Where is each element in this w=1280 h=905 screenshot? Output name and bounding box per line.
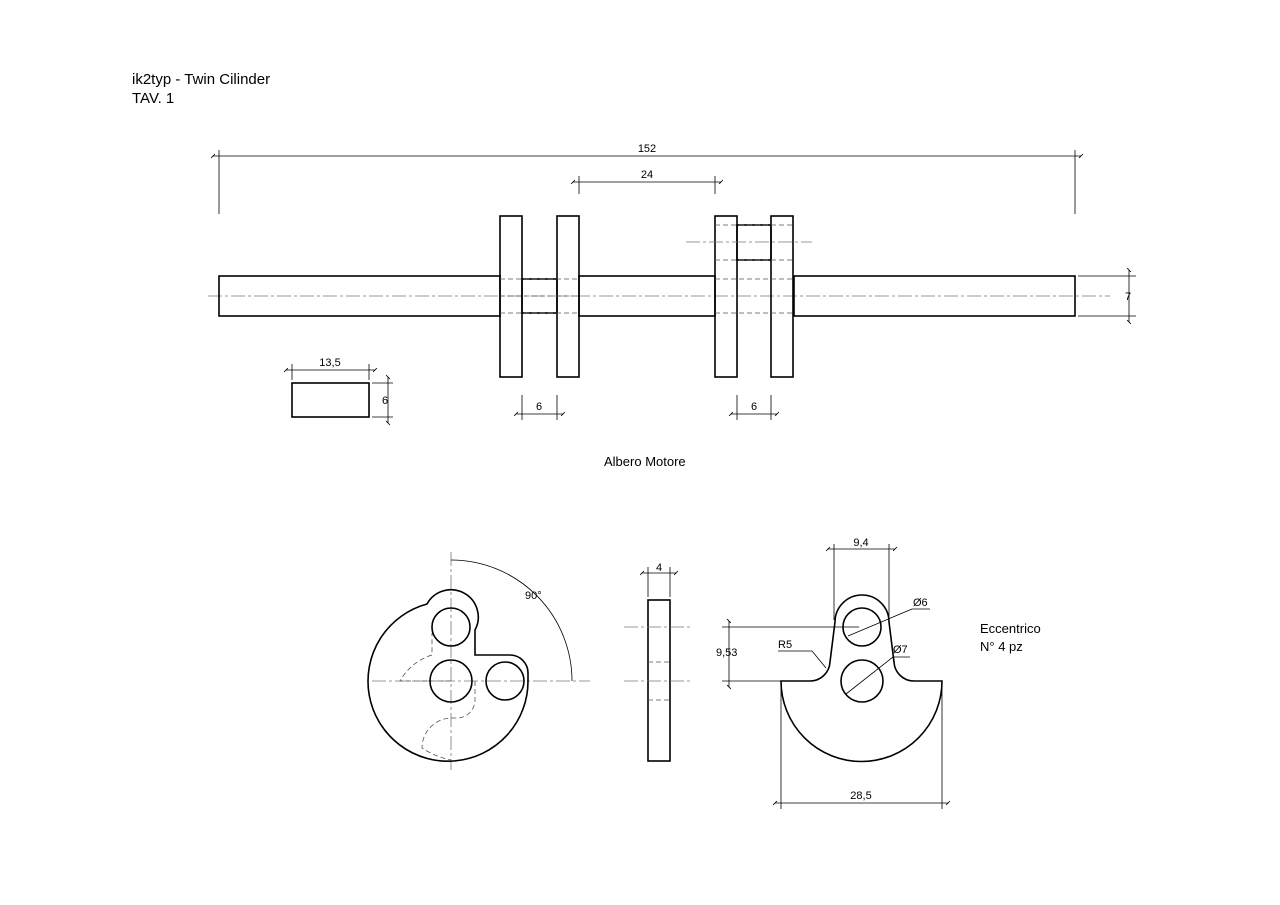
dimension-text: 24 [641,169,653,181]
shaft-view: 152 24 7 6 [208,143,1136,426]
dimension-small-hole: Ø6 [847,597,930,637]
dimension-shaft-diameter: 7 [1078,267,1136,325]
crankpin-block [291,382,370,418]
eccentric-quantity: N° 4 pz [980,639,1023,654]
crankpin-right [736,224,772,261]
angle-arc [450,559,573,682]
dimension-text: 9,53 [716,647,737,659]
eccentric-side-view: 4 [624,562,690,762]
dimension-text: 13,5 [319,357,340,369]
dimension-disc-width: 28,5 [772,684,951,809]
dimension-crankpin-width-left: 6 [513,395,566,420]
dimension-text: 6 [751,401,757,413]
eccentric-front-view: 90° [367,552,590,770]
eccentric-detail-view: 9,4 9,53 R5 Ø6 [716,537,951,809]
eccentric-name: Eccentrico [980,621,1041,636]
dimension-fillet-radius: R5 [778,639,827,669]
sheet-title: ik2typ - Twin Cilinder [132,71,271,88]
dimension-text: R5 [778,639,792,651]
shaft-caption: Albero Motore [604,454,686,469]
eccentric-edge [647,599,671,762]
dimension-text: Ø6 [913,597,928,609]
dimension-text: 6 [382,395,388,407]
crank-web [770,215,794,378]
hole [485,661,525,701]
dimension-block-height: 6 [372,374,393,426]
dimension-center-distance: 9,53 [716,618,859,690]
eccentric-outline [367,588,529,762]
dimension-overall-length: 152 [210,143,1084,214]
angle-label: 90° [525,590,542,602]
dimension-thickness: 4 [639,562,679,597]
dimension-block-length: 13,5 [283,357,378,380]
crank-web [714,215,738,378]
dimension-hole-spacing: 9,4 [825,537,898,620]
dimension-text: 7 [1125,291,1131,303]
dimension-text: Ø7 [893,644,908,656]
dimension-large-hole: Ø7 [845,644,910,695]
hole [431,607,471,647]
dimension-text: 28,5 [850,790,871,802]
sheet-table-number: TAV. 1 [132,90,175,107]
hole [840,659,884,703]
crank-web [556,215,580,378]
dimension-crankpin-width-right: 6 [728,395,780,420]
dimension-text: 9,4 [853,537,868,549]
eccentric-outline [780,594,943,763]
dimension-text: 4 [656,562,662,574]
dimension-text: 6 [536,401,542,413]
shaft-segment-right [793,275,1076,317]
dimension-crank-spacing: 24 [570,169,724,194]
hole [429,659,473,703]
dimension-text: 152 [638,143,656,155]
crank-web [499,215,523,378]
